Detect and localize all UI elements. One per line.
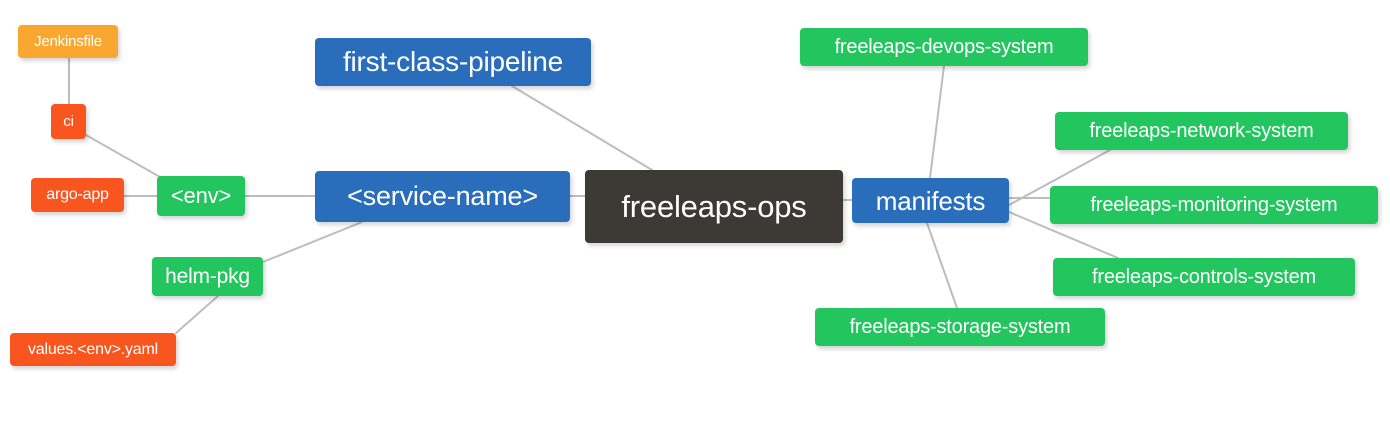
node-label-freeleaps-devops-system: freeleaps-devops-system bbox=[834, 36, 1054, 58]
edge-helmpkg-servicename bbox=[262, 221, 363, 263]
node-label-first-class-pipeline: first-class-pipeline bbox=[342, 46, 564, 77]
node-manifests[interactable]: manifests bbox=[852, 178, 1009, 223]
node-freeleaps-ops[interactable]: freeleaps-ops bbox=[585, 170, 843, 243]
node-label-helm-pkg: helm-pkg bbox=[165, 265, 250, 288]
node-label-freeleaps-controls-system: freeleaps-controls-system bbox=[1092, 266, 1316, 288]
edge-manifests-devops bbox=[929, 65, 945, 179]
node-jenkinsfile[interactable]: Jenkinsfile bbox=[18, 25, 118, 58]
node-freeleaps-devops-system[interactable]: freeleaps-devops-system bbox=[800, 28, 1088, 66]
node-values-yaml[interactable]: values.<env>.yaml bbox=[10, 333, 176, 366]
node-argo-app[interactable]: argo-app bbox=[31, 178, 124, 212]
node-label-values-yaml: values.<env>.yaml bbox=[27, 340, 158, 358]
edge-manifests-storage bbox=[926, 222, 958, 309]
node-label-manifests: manifests bbox=[875, 185, 986, 216]
node-label-argo-app: argo-app bbox=[46, 186, 109, 203]
node-freeleaps-controls-system[interactable]: freeleaps-controls-system bbox=[1053, 258, 1355, 296]
node-label-service-name: <service-name> bbox=[347, 181, 538, 211]
node-label-env: <env> bbox=[170, 183, 232, 208]
node-label-jenkinsfile: Jenkinsfile bbox=[34, 33, 102, 50]
node-label-freeleaps-storage-system: freeleaps-storage-system bbox=[849, 316, 1071, 338]
node-freeleaps-monitoring-system[interactable]: freeleaps-monitoring-system bbox=[1050, 186, 1378, 224]
node-freeleaps-storage-system[interactable]: freeleaps-storage-system bbox=[815, 308, 1105, 346]
node-label-ci: ci bbox=[63, 113, 74, 130]
edge-ci-env bbox=[85, 134, 161, 178]
node-label-freeleaps-network-system: freeleaps-network-system bbox=[1089, 120, 1314, 142]
node-env[interactable]: <env> bbox=[157, 176, 245, 216]
node-ci[interactable]: ci bbox=[51, 104, 86, 139]
node-label-freeleaps-monitoring-system: freeleaps-monitoring-system bbox=[1090, 194, 1338, 216]
node-service-name[interactable]: <service-name> bbox=[315, 171, 570, 222]
edge-valuesyaml-helmpkg bbox=[175, 295, 219, 334]
node-label-freeleaps-ops: freeleaps-ops bbox=[621, 189, 807, 224]
node-first-class-pipeline[interactable]: first-class-pipeline bbox=[315, 38, 591, 86]
node-helm-pkg[interactable]: helm-pkg bbox=[152, 257, 263, 296]
node-freeleaps-network-system[interactable]: freeleaps-network-system bbox=[1055, 112, 1348, 150]
edge-firstclass-ops bbox=[511, 85, 653, 171]
